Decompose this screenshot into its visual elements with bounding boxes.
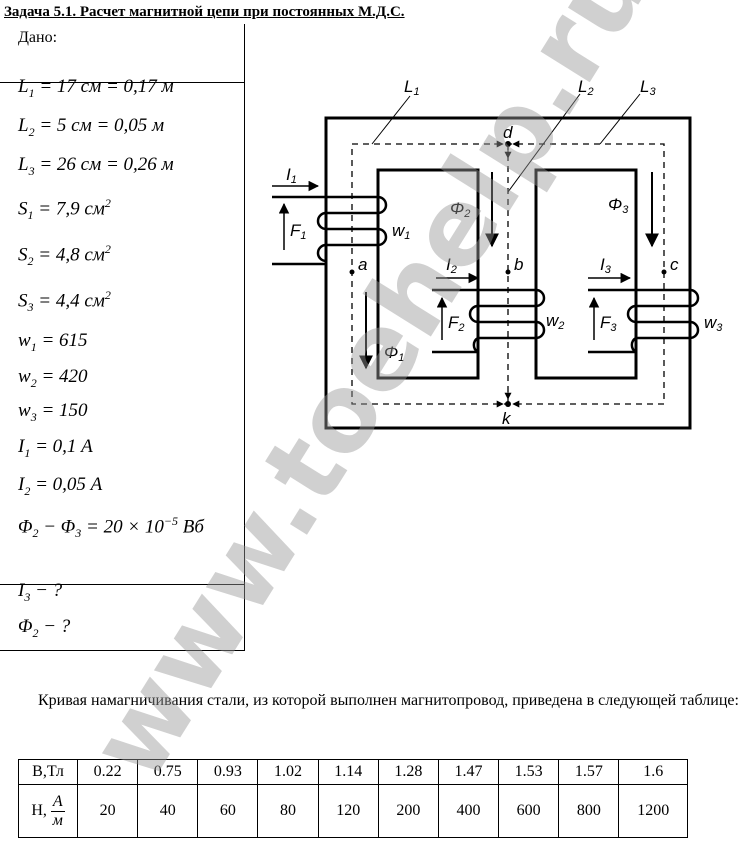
given-L3: L3 = 26 см = 0,26 м (18, 154, 174, 178)
given-label: Дано: (18, 29, 58, 46)
core-outer-outline (324, 116, 692, 430)
table-cell-B: 0.75 (137, 759, 199, 785)
leader-L2 (507, 93, 581, 193)
label-Phi2: Φ2 (450, 199, 470, 220)
table-cell-H: 40 (137, 784, 199, 838)
table-cell-H: 120 (317, 784, 379, 838)
coil3-winding (626, 288, 700, 354)
magnetization-curve-paragraph: Кривая намагничивания стали, из которой … (38, 692, 739, 709)
given-box: Дано: L1 = 17 см = 0,17 м L2 = 5 см = 0,… (0, 24, 245, 651)
node-a (349, 269, 355, 275)
given-w1: w1 = 615 (18, 330, 88, 354)
label-L1: L1 (404, 77, 420, 98)
label-L3: L3 (640, 77, 656, 98)
given-w3: w3 = 150 (18, 400, 88, 424)
table-header-B: B,Тл (18, 759, 78, 785)
label-c: c (670, 255, 679, 274)
label-I3: I3 (600, 255, 612, 276)
table-cell-H: 600 (498, 784, 560, 838)
label-Phi1: Φ1 (384, 343, 404, 364)
table-cell-B: 1.02 (257, 759, 319, 785)
table-cell-H: 200 (377, 784, 439, 838)
table-cell-H: 60 (197, 784, 259, 838)
label-I2: I2 (446, 255, 457, 276)
label-k: k (502, 409, 512, 428)
leader-L3 (599, 93, 641, 145)
coil1-winding (316, 195, 388, 263)
label-a: a (358, 255, 367, 274)
label-F3: F3 (600, 313, 617, 334)
task-title: Задача 5.1. Расчет магнитной цепи при по… (4, 4, 405, 20)
table-cell-B: 0.93 (197, 759, 259, 785)
table-cell-B: 1.14 (317, 759, 379, 785)
label-d: d (503, 123, 513, 142)
given-S3: S3 = 4,4 см2 (18, 288, 111, 315)
given-I2: I2 = 0,05 А (18, 474, 103, 498)
table-cell-B: 0.22 (76, 759, 139, 785)
label-L2: L2 (578, 77, 594, 98)
table-cell-B: 1.6 (618, 759, 688, 785)
label-Phi3: Φ3 (608, 195, 629, 216)
given-separator-top (0, 82, 244, 83)
table-cell-B: 1.57 (558, 759, 620, 785)
table-cell-H: 1200 (618, 784, 688, 838)
node-b (505, 269, 511, 275)
table-cell-H: 400 (437, 784, 500, 838)
table-cell-H: 80 (257, 784, 319, 838)
node-c (661, 269, 667, 275)
core-window-right (534, 168, 638, 380)
coil2-winding (468, 288, 546, 354)
given-I1: I1 = 0,1 А (18, 436, 93, 460)
node-d (505, 141, 511, 147)
given-w2: w2 = 420 (18, 366, 88, 390)
label-F1: F1 (290, 221, 307, 242)
given-flux-difference: Φ2 − Φ3 = 20 × 10−5 Вб (18, 514, 204, 541)
label-b: b (514, 255, 523, 274)
magnetization-curve-table: B,Тл 0.22 0.75 0.93 1.02 1.14 1.28 1.47 … (18, 759, 688, 838)
label-w2: w2 (546, 311, 564, 332)
label-F2: F2 (448, 313, 465, 334)
label-w3: w3 (704, 313, 723, 334)
magnetic-circuit-diagram: L1 L2 L3 d k a b c I1 I2 I3 F1 F2 F3 w1 … (272, 77, 723, 430)
label-w1: w1 (392, 221, 410, 242)
table-cell-H: 20 (76, 784, 139, 838)
table-row-B: B,Тл 0.22 0.75 0.93 1.02 1.14 1.28 1.47 … (18, 759, 688, 785)
given-S1: S1 = 7,9 см2 (18, 196, 111, 223)
find-I3: I3 − ? (18, 580, 63, 604)
given-L2: L2 = 5 см = 0,05 м (18, 115, 165, 139)
label-I1: I1 (286, 165, 297, 186)
given-L1: L1 = 17 см = 0,17 м (18, 76, 174, 100)
leader-L1 (371, 95, 411, 145)
node-k (505, 401, 511, 407)
given-separator-bottom (0, 584, 244, 585)
table-cell-B: 1.28 (377, 759, 439, 785)
table-cell-B: 1.47 (437, 759, 500, 785)
table-cell-H: 800 (558, 784, 620, 838)
table-cell-B: 1.53 (498, 759, 560, 785)
given-S2: S2 = 4,8 см2 (18, 242, 111, 269)
find-Phi2: Φ2 − ? (18, 616, 71, 640)
